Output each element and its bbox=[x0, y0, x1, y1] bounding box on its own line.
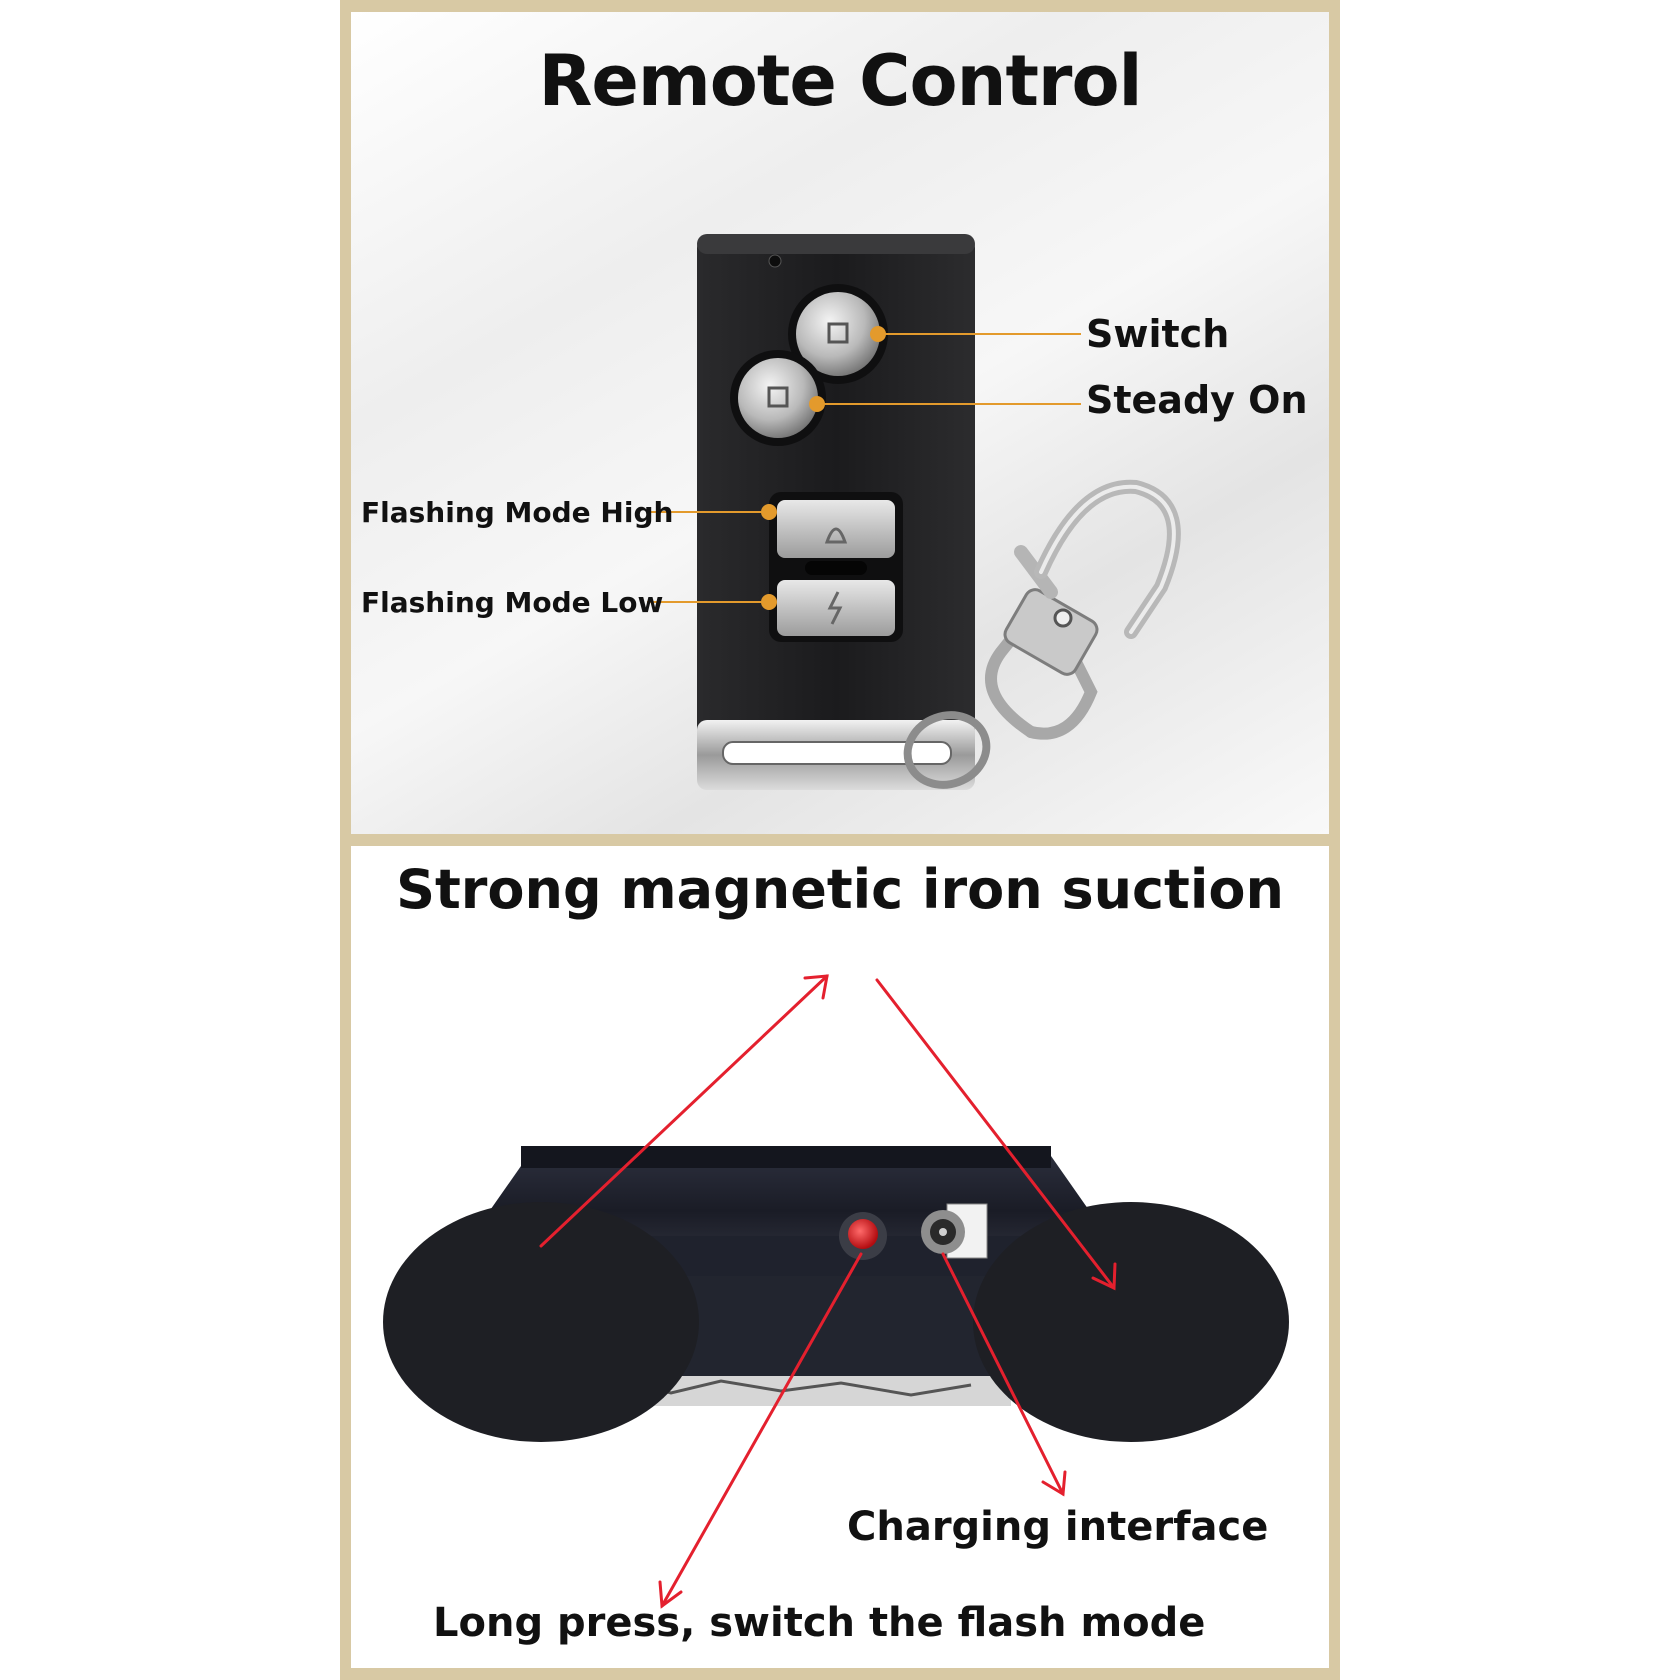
magnet-pad-right bbox=[973, 1202, 1289, 1442]
charging-interface-label: Charging interface bbox=[847, 1504, 1269, 1550]
remote-control-title: Remote Control bbox=[538, 40, 1142, 122]
steady-on-button bbox=[730, 350, 826, 446]
annotation-arrows bbox=[539, 974, 1117, 1609]
magnetic-suction-title: Strong magnetic iron suction bbox=[396, 858, 1284, 921]
magnet-pad-left bbox=[383, 1202, 699, 1442]
switch-label: Switch bbox=[1086, 312, 1230, 356]
flash-low-button bbox=[777, 561, 895, 636]
remote-control-panel: Remote Control Switch Steady On Flashing… bbox=[351, 12, 1329, 834]
flashing-mode-high-label: Flashing Mode High bbox=[361, 496, 674, 529]
charging-port bbox=[921, 1210, 965, 1254]
steady-on-label: Steady On bbox=[1086, 378, 1308, 422]
remote-control-illustration bbox=[647, 234, 1181, 790]
flash-mode-button bbox=[839, 1212, 887, 1260]
switch-button bbox=[788, 284, 888, 384]
light-bar-illustration bbox=[383, 974, 1289, 1609]
callout-lines bbox=[647, 326, 1081, 610]
magnetic-light-panel: Strong magnetic iron suction Charging in… bbox=[351, 846, 1329, 1668]
long-press-label: Long press, switch the flash mode bbox=[433, 1600, 1206, 1646]
keychain-clip bbox=[903, 479, 1181, 789]
flashing-mode-low-label: Flashing Mode Low bbox=[361, 586, 664, 619]
